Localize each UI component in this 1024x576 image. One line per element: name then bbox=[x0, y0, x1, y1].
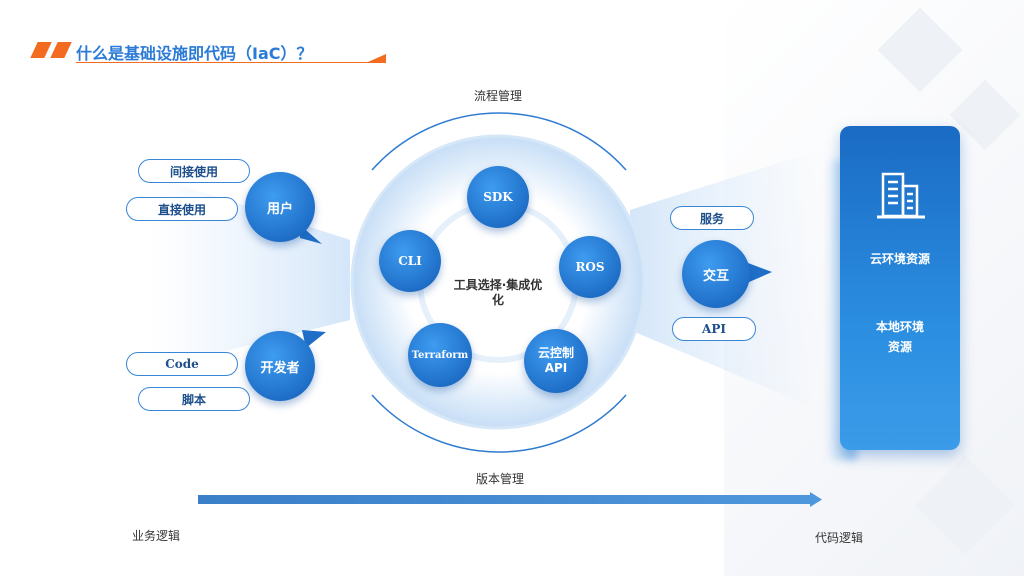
interact-node[interactable]: 交互 bbox=[682, 240, 750, 308]
user-node[interactable]: 用户 bbox=[245, 172, 315, 242]
script-pill: 脚本 bbox=[138, 387, 250, 411]
sdk-node-label: SDK bbox=[483, 190, 513, 204]
interact-node-label: 交互 bbox=[702, 268, 729, 284]
title-bar: 什么是基础设施即代码（IaC）？ bbox=[30, 40, 386, 63]
code-pill: Code bbox=[126, 352, 238, 376]
developer-node[interactable]: 开发者 bbox=[245, 331, 315, 401]
api-pill: API bbox=[672, 317, 756, 341]
cloud-api-node[interactable]: 云控制API bbox=[524, 329, 588, 393]
process-management-label: 流程管理 bbox=[474, 89, 523, 103]
ros-node-label: ROS bbox=[575, 260, 605, 274]
cli-node-label: CLI bbox=[398, 254, 422, 268]
local-resource-label-line2: 资源 bbox=[887, 340, 912, 354]
top-arc bbox=[371, 112, 627, 171]
terraform-node[interactable]: Terraform bbox=[408, 323, 472, 387]
service-label: 服务 bbox=[699, 211, 724, 226]
indirect-use-pill: 间接使用 bbox=[138, 159, 250, 183]
script-label: 脚本 bbox=[181, 392, 206, 407]
code-logic-label: 代码逻辑 bbox=[815, 531, 864, 545]
axis-bar bbox=[198, 495, 810, 504]
indirect-use-label: 间接使用 bbox=[169, 164, 218, 179]
building-icon bbox=[877, 172, 925, 219]
terraform-node-label: Terraform bbox=[411, 349, 469, 361]
resource-panel: 云环境资源 本地环境 资源 bbox=[840, 126, 960, 450]
page-title: 什么是基础设施即代码（IaC）？ bbox=[76, 44, 313, 63]
direct-use-pill: 直接使用 bbox=[126, 197, 238, 221]
title-underline bbox=[76, 62, 386, 63]
sdk-node[interactable]: SDK bbox=[467, 166, 529, 228]
developer-node-label: 开发者 bbox=[260, 360, 300, 376]
direct-use-label: 直接使用 bbox=[157, 202, 206, 217]
cli-node[interactable]: CLI bbox=[379, 230, 441, 292]
center-label: 工具选择·集成优化 bbox=[453, 278, 543, 307]
dev-tail bbox=[302, 330, 326, 348]
local-resource-label-line1: 本地环境 bbox=[875, 320, 924, 334]
ros-node[interactable]: ROS bbox=[559, 236, 621, 298]
user-node-label: 用户 bbox=[266, 201, 293, 217]
axis-arrowhead bbox=[810, 492, 822, 507]
api-label: API bbox=[702, 322, 726, 336]
code-label: Code bbox=[165, 357, 199, 371]
service-pill: 服务 bbox=[670, 206, 754, 230]
cloud-api-node-label: 云控制API bbox=[537, 346, 574, 375]
business-logic-label: 业务逻辑 bbox=[132, 529, 181, 543]
cloud-resource-label: 云环境资源 bbox=[869, 252, 930, 266]
version-management-label: 版本管理 bbox=[476, 472, 525, 486]
title-underline-tip bbox=[368, 54, 386, 62]
bottom-arc bbox=[371, 394, 627, 453]
